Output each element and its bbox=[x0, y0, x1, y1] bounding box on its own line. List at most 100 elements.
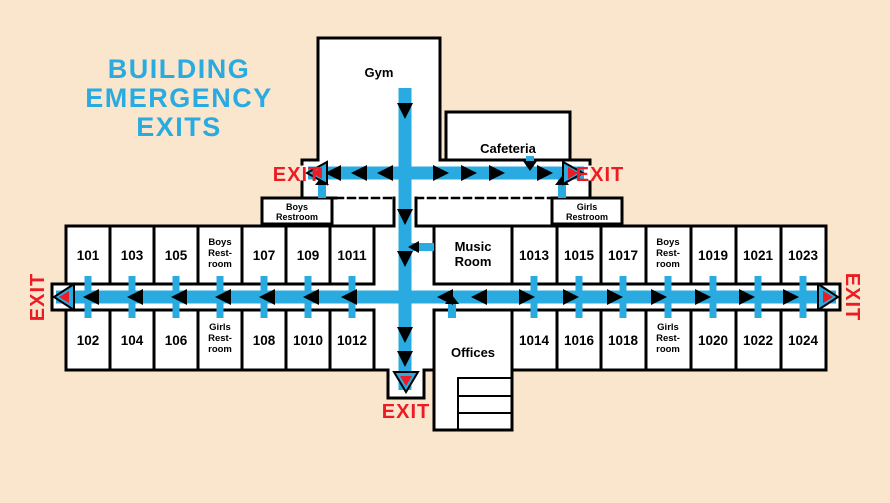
arrow-left-small-icon bbox=[408, 241, 419, 253]
girls-restroom-west-label: Girls bbox=[209, 322, 231, 333]
room-label-1021: 1021 bbox=[743, 248, 774, 263]
boys-restroom-west-label: Boys bbox=[208, 237, 231, 248]
room-label-107: 107 bbox=[253, 248, 276, 263]
left-exit-arrow-icon bbox=[59, 291, 69, 303]
room-label-1020: 1020 bbox=[698, 333, 728, 348]
upper-right-exit-arrow-icon bbox=[568, 167, 578, 179]
boys-restroom-east-label: Boys bbox=[656, 237, 679, 248]
wall-office-partitions bbox=[457, 377, 513, 431]
arrow-down-small-icon bbox=[523, 161, 537, 171]
boys-restroom-upper-room bbox=[262, 198, 332, 224]
arrow-right-icon bbox=[537, 165, 553, 181]
arrow-right-icon bbox=[461, 165, 477, 181]
girls-restroom-upper-room bbox=[552, 198, 622, 224]
arrow-left-icon bbox=[259, 289, 275, 305]
girls-restroom-west-label: Rest- bbox=[208, 333, 232, 344]
arrow-right-icon bbox=[607, 289, 623, 305]
arrow-left-icon bbox=[127, 289, 143, 305]
boys-restroom-east-label: Rest- bbox=[656, 248, 680, 259]
arrow-down-icon bbox=[397, 351, 413, 367]
arrow-right-icon bbox=[519, 289, 535, 305]
arrow-down-icon bbox=[397, 209, 413, 225]
arrow-left-icon bbox=[83, 289, 99, 305]
boys-restroom-upper-outline bbox=[260, 196, 334, 226]
room-label-1011: 1011 bbox=[337, 248, 367, 263]
wall-room-dividers bbox=[108, 224, 783, 372]
arrow-right-icon bbox=[739, 289, 755, 305]
boys-restroom-east-label: room bbox=[656, 259, 680, 270]
music-room-label: Room bbox=[455, 254, 492, 269]
arrow-right-icon bbox=[433, 165, 449, 181]
room-label-105: 105 bbox=[165, 248, 188, 263]
girls-restroom-east-label: Rest- bbox=[656, 333, 680, 344]
arrow-left-icon bbox=[351, 165, 367, 181]
room-label-102: 102 bbox=[77, 333, 100, 348]
room-label-1012: 1012 bbox=[337, 333, 367, 348]
girls-restroom-west-label: room bbox=[208, 344, 232, 355]
arrow-right-icon bbox=[563, 289, 579, 305]
exit-doors bbox=[52, 160, 840, 394]
arrow-down-icon bbox=[397, 103, 413, 119]
girls-restroom-east-label: Girls bbox=[657, 322, 679, 333]
arrow-right-icon bbox=[695, 289, 711, 305]
room-label-109: 109 bbox=[297, 248, 320, 263]
gym-label: Gym bbox=[365, 65, 394, 80]
cafeteria-room bbox=[446, 112, 570, 160]
arrow-left-icon bbox=[377, 165, 393, 181]
arrow-right-icon bbox=[783, 289, 799, 305]
arrow-left-icon bbox=[215, 289, 231, 305]
route-door-stubs bbox=[84, 276, 807, 318]
offices-room bbox=[434, 310, 512, 430]
arrow-right-icon bbox=[651, 289, 667, 305]
room-label-1018: 1018 bbox=[608, 333, 639, 348]
room-label-104: 104 bbox=[121, 333, 144, 348]
arrow-left-icon bbox=[341, 289, 357, 305]
bottom-exit-label: EXIT bbox=[382, 401, 430, 423]
room-label-106: 106 bbox=[165, 333, 188, 348]
cafeteria-label: Cafeteria bbox=[480, 141, 536, 156]
room-label-1017: 1017 bbox=[608, 248, 638, 263]
arrow-right-icon bbox=[489, 165, 505, 181]
girls-restroom-east-label: room bbox=[656, 344, 680, 355]
right-exit-arrow-icon bbox=[823, 291, 833, 303]
arrow-left-icon bbox=[171, 289, 187, 305]
right-exit-label: EXIT bbox=[841, 273, 863, 321]
room-label-1024: 1024 bbox=[788, 333, 819, 348]
upper-left-exit-label: EXIT bbox=[273, 164, 321, 186]
page-title-line-2: EMERGENCY bbox=[85, 83, 273, 113]
room-label-1015: 1015 bbox=[564, 248, 595, 263]
music-room-label: Music bbox=[455, 239, 492, 254]
boys-restroom-upper-label: Boys bbox=[286, 202, 308, 212]
arrow-up-small-icon bbox=[445, 295, 459, 304]
arrow-down-icon bbox=[397, 251, 413, 267]
room-label-1023: 1023 bbox=[788, 248, 819, 263]
room-label-1014: 1014 bbox=[519, 333, 550, 348]
boys-restroom-west-label: Rest- bbox=[208, 248, 232, 259]
room-label-108: 108 bbox=[253, 333, 276, 348]
upper-right-exit-label: EXIT bbox=[576, 164, 624, 186]
arrow-left-icon bbox=[325, 165, 341, 181]
gym-room bbox=[318, 38, 440, 160]
room-label-1013: 1013 bbox=[519, 248, 550, 263]
room-label-103: 103 bbox=[121, 248, 144, 263]
arrow-down-icon bbox=[397, 327, 413, 343]
girls-restroom-upper-label: Girls bbox=[577, 202, 598, 212]
boys-restroom-upper-label: Restroom bbox=[276, 212, 318, 222]
arrow-left-icon bbox=[303, 289, 319, 305]
room-label-1019: 1019 bbox=[698, 248, 728, 263]
offices-label: Offices bbox=[451, 345, 495, 360]
labels: BUILDING EMERGENCY EXITS Gym Cafeteria B… bbox=[27, 54, 863, 423]
page-title-line-3: EXITS bbox=[136, 112, 222, 142]
upper-left-exit-arrow-icon bbox=[312, 167, 322, 179]
room-label-1022: 1022 bbox=[743, 333, 773, 348]
girls-restroom-upper-label: Restroom bbox=[566, 212, 608, 222]
room-label-1010: 1010 bbox=[293, 333, 323, 348]
mid-hall-area bbox=[332, 198, 552, 226]
wall-wing-outline bbox=[50, 224, 842, 432]
page-title-line-1: BUILDING bbox=[108, 54, 251, 84]
room-label-101: 101 bbox=[77, 248, 100, 263]
arrow-left-icon bbox=[471, 289, 487, 305]
bottom-exit-arrow-icon bbox=[400, 376, 412, 386]
